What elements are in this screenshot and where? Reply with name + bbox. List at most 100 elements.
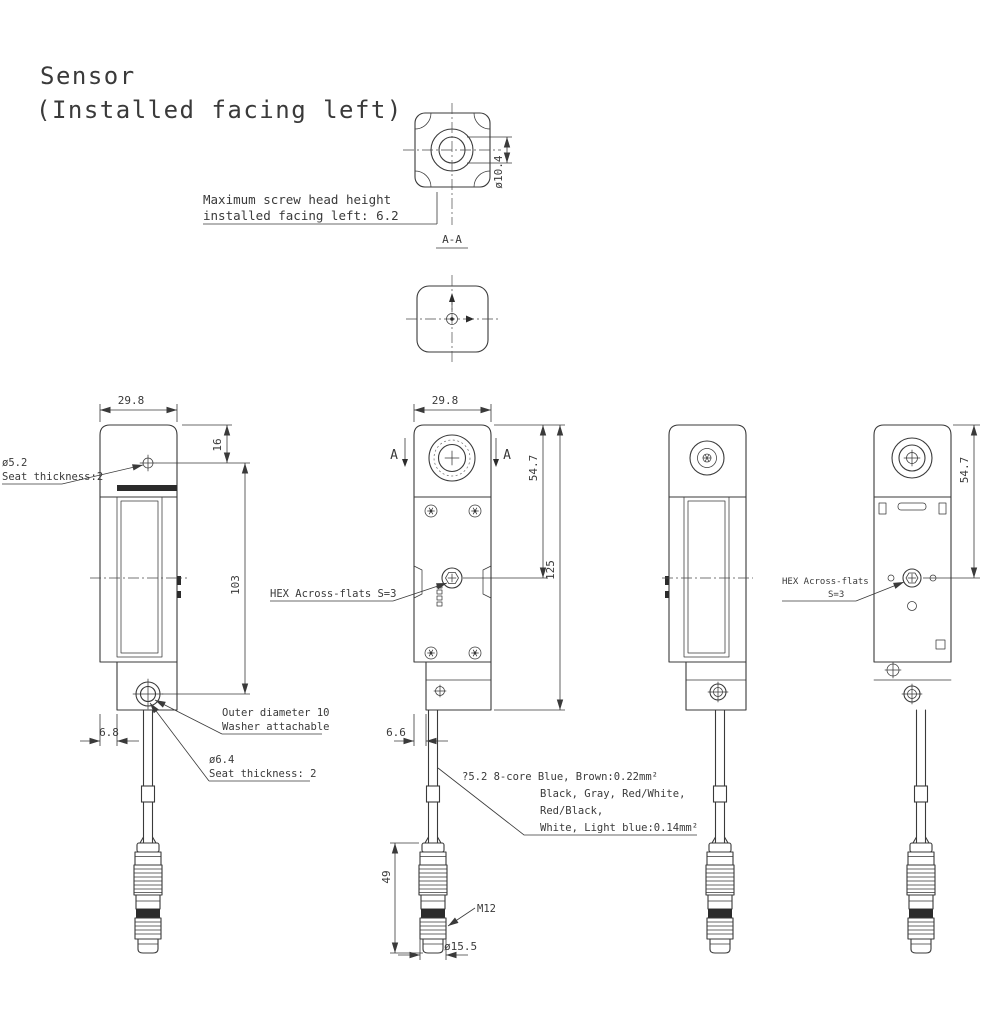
body-outline: [413, 496, 492, 663]
clip-lower: [665, 591, 669, 598]
orientation-arrow-right: [466, 315, 474, 323]
head-outline: [413, 424, 492, 498]
recess-outer: [116, 496, 163, 658]
bottom-hole-note-line2: Seat thickness: 2: [209, 768, 316, 780]
screw-head-note-line2: installed facing left: 6.2: [203, 208, 399, 223]
section-marker-left: A: [390, 438, 408, 467]
front-view: A A 29.8 54.7 125: [270, 394, 698, 960]
cable: [140, 709, 156, 844]
section-label-text: A-A: [442, 233, 462, 246]
ground-mark: [884, 661, 902, 679]
screw-head-note-line1: Maximum screw head height: [203, 192, 391, 207]
hex-note: HEX Across-flats S=3: [270, 582, 448, 602]
connector: [418, 836, 448, 954]
cable-note-line3: Red/Black,: [540, 805, 603, 817]
small-hole: [907, 601, 917, 611]
clip-upper: [177, 576, 181, 585]
head-grommet-outer: [428, 434, 476, 482]
cable: [913, 709, 929, 844]
thread-callout: M12: [447, 903, 496, 927]
dim-head-to-hex: 54.7: [923, 424, 980, 579]
washer-note-line2: Washer attachable: [222, 721, 329, 733]
slot-bar: [117, 485, 177, 491]
mount-tab: [116, 661, 178, 711]
dim-width: 29.8: [413, 394, 492, 422]
dim-width-label: 29.8: [432, 394, 459, 407]
right-side-view: [662, 424, 753, 954]
dim-step: 6.8: [80, 714, 139, 746]
section-marker-right: A: [493, 438, 511, 467]
dim-hole-span: 103: [162, 463, 250, 695]
cable-note-line2: Black, Gray, Red/White,: [540, 788, 685, 800]
side-notch-left: [413, 565, 423, 599]
head-outline: [99, 424, 178, 498]
dim-bore-diameter: ø10.4: [467, 136, 512, 189]
back-view: 54.7 HEX Across-flats S=3: [782, 424, 980, 954]
connector: [906, 836, 936, 954]
left-side-view: 29.8 16 103 6.8 ø5.2 Seat thickness:2: [2, 394, 329, 954]
dim-head-to-hex: 54.7: [463, 424, 565, 579]
dim-bore-diameter-label: ø10.4: [492, 155, 505, 188]
section-view-aa: ø10.4 A-A Maximum screw head height inst…: [203, 103, 512, 249]
body-outline: [873, 496, 952, 663]
mount-tab: [685, 661, 747, 711]
bottom-hole-note-line1: ø6.4: [209, 754, 234, 766]
dim-head-to-hex-label: 54.7: [527, 455, 540, 482]
dim-head-hole: 16: [156, 424, 250, 464]
top-view: [406, 275, 499, 363]
mount-tab: [425, 661, 492, 711]
washer-note-line1: Outer diameter 10: [222, 707, 329, 719]
corner-clip-right: [938, 502, 947, 515]
title-line2: (Installed facing left): [36, 96, 403, 124]
top-slot: [897, 502, 927, 511]
dim-total-height: 125: [494, 425, 565, 711]
section-marker-right-label: A: [503, 448, 511, 463]
head-circle-mid: [898, 444, 926, 472]
clip-upper: [665, 576, 669, 585]
top-hole-note-line1: ø5.2: [2, 457, 27, 469]
section-marker-left-label: A: [390, 448, 398, 463]
bottom-hole-note: ø6.4 Seat thickness: 2: [149, 702, 316, 782]
dim-step: 6.6: [386, 714, 448, 746]
washer-note: Outer diameter 10 Washer attachable: [154, 699, 329, 735]
cable-note-line4: White, Light blue:0.14mm²: [540, 822, 698, 834]
small-square: [935, 639, 946, 650]
dim-head-hole-label: 16: [211, 438, 224, 451]
side-notch-right: [482, 565, 492, 599]
dim-step-label: 6.8: [99, 726, 119, 739]
hex-note-line1: HEX Across-flats: [782, 577, 869, 587]
head-grommet-inner: [437, 443, 467, 473]
recess-outer: [683, 496, 730, 658]
head-circle-outer: [891, 437, 933, 479]
dim-total-height-label: 125: [544, 560, 557, 580]
center-hole: [446, 313, 458, 325]
top-hole-note-line2: Seat thickness:2: [2, 471, 103, 483]
hex-note: HEX Across-flats S=3: [782, 577, 905, 602]
recess-inner: [687, 500, 726, 654]
dim-step-label: 6.6: [386, 726, 406, 739]
cable: [712, 709, 728, 844]
hex-adjuster: [902, 568, 922, 588]
orientation-arrow-up: [449, 293, 455, 313]
hex-adjuster: [441, 567, 463, 589]
dim-width-label: 29.8: [118, 394, 145, 407]
dim-hole-span-label: 103: [229, 575, 242, 595]
recess-inner: [120, 500, 159, 654]
dim-width: 29.8: [99, 394, 178, 422]
connector: [133, 836, 163, 954]
dim-connector-diameter: ø15.5: [398, 938, 477, 960]
title-block: Sensor (Installed facing left): [36, 62, 403, 124]
head-outline: [668, 424, 747, 498]
connector: [705, 836, 735, 954]
head-circle-outer: [689, 440, 725, 476]
dim-connector-length-label: 49: [380, 870, 393, 883]
corner-clip-left: [878, 502, 887, 515]
hex-note-label: HEX Across-flats S=3: [270, 588, 396, 600]
head-grommet-knurl: [433, 439, 471, 477]
hex-note-line2: S=3: [828, 590, 844, 600]
body-outline: [668, 496, 747, 663]
section-label: A-A: [436, 233, 468, 249]
cable: [425, 709, 441, 844]
